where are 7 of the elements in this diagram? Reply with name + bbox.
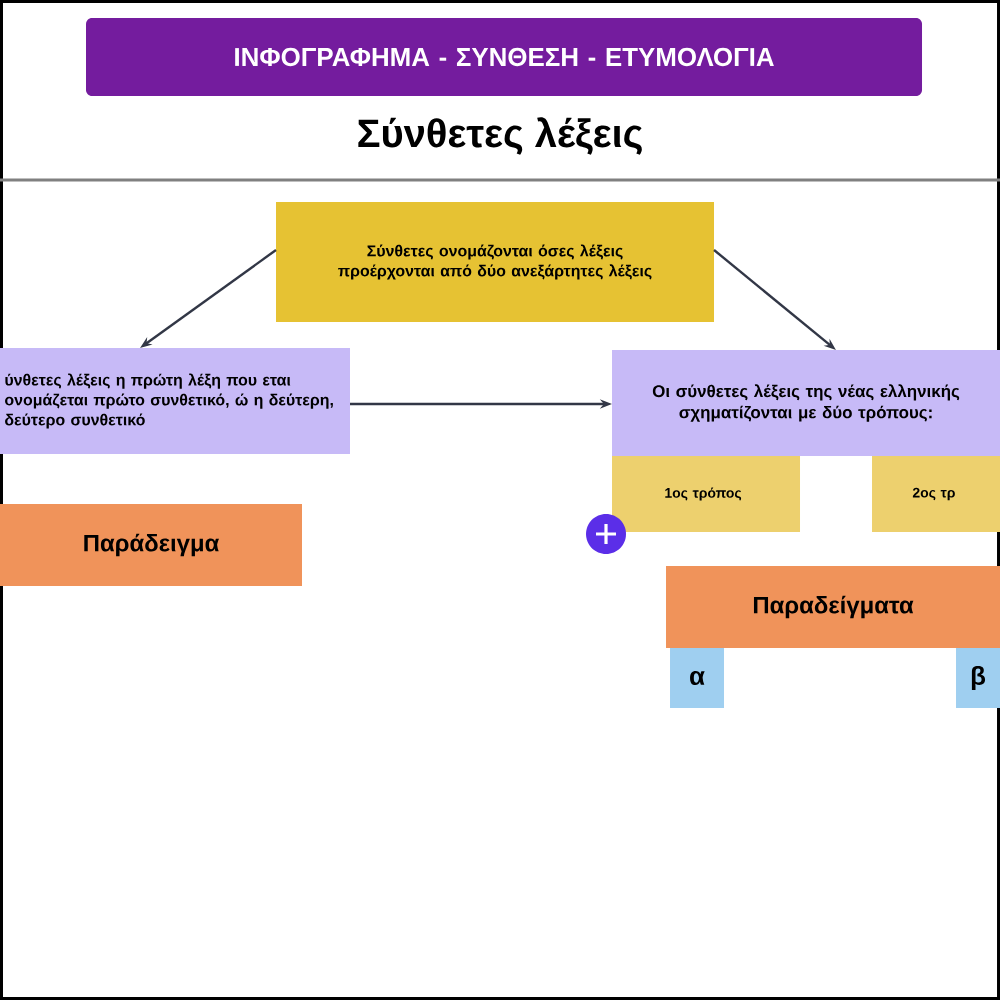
box: Παράδειγμα [0, 504, 302, 586]
box: ΙΝΦΟΓΡΑΦΗΜΑ - ΣΥΝΘΕΣΗ - ΕΤΥΜΟΛΟΓΙΑ [86, 18, 922, 96]
box: β [956, 648, 1000, 708]
heading: Σύνθετες λέξεις [358, 117, 642, 155]
box: Παραδείγματα [666, 566, 1000, 648]
box: α [670, 648, 724, 708]
box: Οι σύνθετες λέξεις της νέας ελληνικής σχηματίζονται με δύο τρόπους: [612, 350, 1000, 456]
